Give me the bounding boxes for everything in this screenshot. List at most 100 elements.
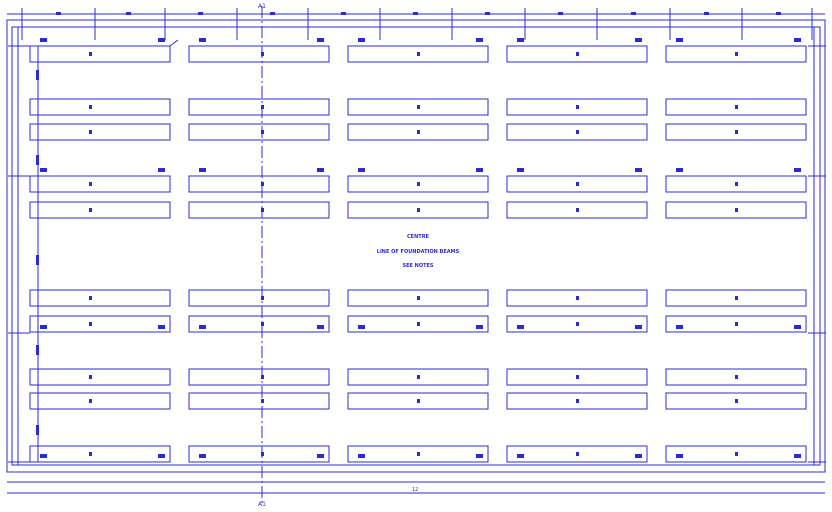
beam-panel bbox=[29, 98, 171, 116]
panel-label-mark bbox=[417, 399, 420, 403]
top-dimension-label-mark bbox=[198, 12, 203, 15]
panel-label-mark bbox=[417, 375, 420, 379]
panel-label-mark bbox=[576, 296, 579, 300]
panel-label-mark bbox=[576, 208, 579, 212]
outer-frame bbox=[6, 19, 826, 473]
top-dimension-label-mark bbox=[704, 12, 709, 15]
beam-panel bbox=[347, 201, 489, 219]
beam-panel bbox=[347, 368, 489, 386]
beam-panel bbox=[347, 175, 489, 193]
section-tag bbox=[676, 168, 683, 172]
panel-label-mark bbox=[735, 452, 738, 456]
centre-note-line-2: LINE OF FOUNDATION BEAMS bbox=[377, 249, 460, 255]
beam-panel bbox=[665, 445, 807, 463]
beam-panel bbox=[188, 201, 330, 219]
section-tag bbox=[794, 454, 801, 458]
section-tag bbox=[676, 454, 683, 458]
beam-panels bbox=[29, 45, 807, 463]
panel-label-mark bbox=[576, 399, 579, 403]
panel-label-mark bbox=[735, 208, 738, 212]
panel-label-mark bbox=[89, 375, 92, 379]
panel-label-mark bbox=[89, 105, 92, 109]
panel-label-mark bbox=[417, 130, 420, 134]
panel-label-mark bbox=[417, 452, 420, 456]
panel-label-mark bbox=[417, 105, 420, 109]
beam-panel bbox=[506, 45, 648, 63]
beam-panel bbox=[506, 123, 648, 141]
section-tag bbox=[199, 168, 206, 172]
beam-panel bbox=[506, 289, 648, 307]
beam-panel bbox=[506, 201, 648, 219]
section-tag bbox=[358, 325, 365, 329]
panel-label-mark bbox=[89, 322, 92, 326]
section-tag bbox=[476, 325, 483, 329]
section-tag bbox=[40, 168, 47, 172]
beam-panel bbox=[347, 315, 489, 333]
beam-panel bbox=[29, 315, 171, 333]
section-tag bbox=[476, 38, 483, 42]
beam-panel bbox=[665, 392, 807, 410]
beam-panel bbox=[188, 123, 330, 141]
section-tag bbox=[517, 168, 524, 172]
section-tag bbox=[358, 38, 365, 42]
beam-panel bbox=[29, 123, 171, 141]
section-tag bbox=[199, 454, 206, 458]
beam-panel bbox=[29, 45, 171, 63]
section-tag bbox=[358, 168, 365, 172]
panel-label-mark bbox=[735, 130, 738, 134]
top-dimension-label-mark bbox=[485, 12, 490, 15]
panel-label-mark bbox=[261, 322, 264, 326]
panel-label-mark bbox=[89, 296, 92, 300]
beam-panel bbox=[188, 445, 330, 463]
beam-panel bbox=[188, 175, 330, 193]
section-tag bbox=[676, 38, 683, 42]
panel-label-mark bbox=[261, 208, 264, 212]
panel-label-mark bbox=[261, 105, 264, 109]
beam-panel bbox=[665, 201, 807, 219]
top-dimension-label-mark bbox=[413, 12, 418, 15]
panel-label-mark bbox=[89, 399, 92, 403]
beam-panel bbox=[506, 175, 648, 193]
panel-label-mark bbox=[735, 399, 738, 403]
panel-label-mark bbox=[417, 322, 420, 326]
beam-panel bbox=[347, 289, 489, 307]
beam-panel bbox=[506, 445, 648, 463]
top-dimension-label-mark bbox=[270, 12, 275, 15]
beam-panel bbox=[665, 315, 807, 333]
dimension-ticks bbox=[21, 8, 813, 40]
section-tag bbox=[40, 454, 47, 458]
panel-label-mark bbox=[735, 182, 738, 186]
beam-panel bbox=[347, 45, 489, 63]
beam-panel bbox=[665, 368, 807, 386]
panel-label-mark bbox=[576, 375, 579, 379]
section-tag bbox=[794, 325, 801, 329]
section-tag bbox=[476, 454, 483, 458]
section-tag bbox=[158, 454, 165, 458]
section-tag bbox=[317, 454, 324, 458]
beam-panel bbox=[188, 368, 330, 386]
top-dimension-label-mark bbox=[126, 12, 131, 15]
beam-panel bbox=[188, 98, 330, 116]
section-tag bbox=[40, 38, 47, 42]
panel-label-mark bbox=[261, 375, 264, 379]
panel-label-mark bbox=[417, 208, 420, 212]
panel-label-mark bbox=[261, 182, 264, 186]
section-tag bbox=[635, 168, 642, 172]
panel-label-mark bbox=[89, 182, 92, 186]
top-dimension-label-mark bbox=[631, 12, 636, 15]
beam-panel bbox=[347, 445, 489, 463]
section-tag bbox=[317, 38, 324, 42]
centre-note: CENTRE LINE OF FOUNDATION BEAMS SEE NOTE… bbox=[377, 234, 460, 269]
panel-label-mark bbox=[735, 322, 738, 326]
grid-label-bottom: A1 bbox=[258, 501, 266, 508]
grid-label-top: A1 bbox=[258, 3, 266, 10]
section-tag bbox=[358, 454, 365, 458]
beam-panel bbox=[506, 315, 648, 333]
beam-panel bbox=[188, 289, 330, 307]
beam-panel bbox=[347, 123, 489, 141]
beam-panel bbox=[665, 289, 807, 307]
beam-panel bbox=[29, 201, 171, 219]
panel-label-mark bbox=[576, 130, 579, 134]
panel-label-mark bbox=[417, 52, 420, 56]
